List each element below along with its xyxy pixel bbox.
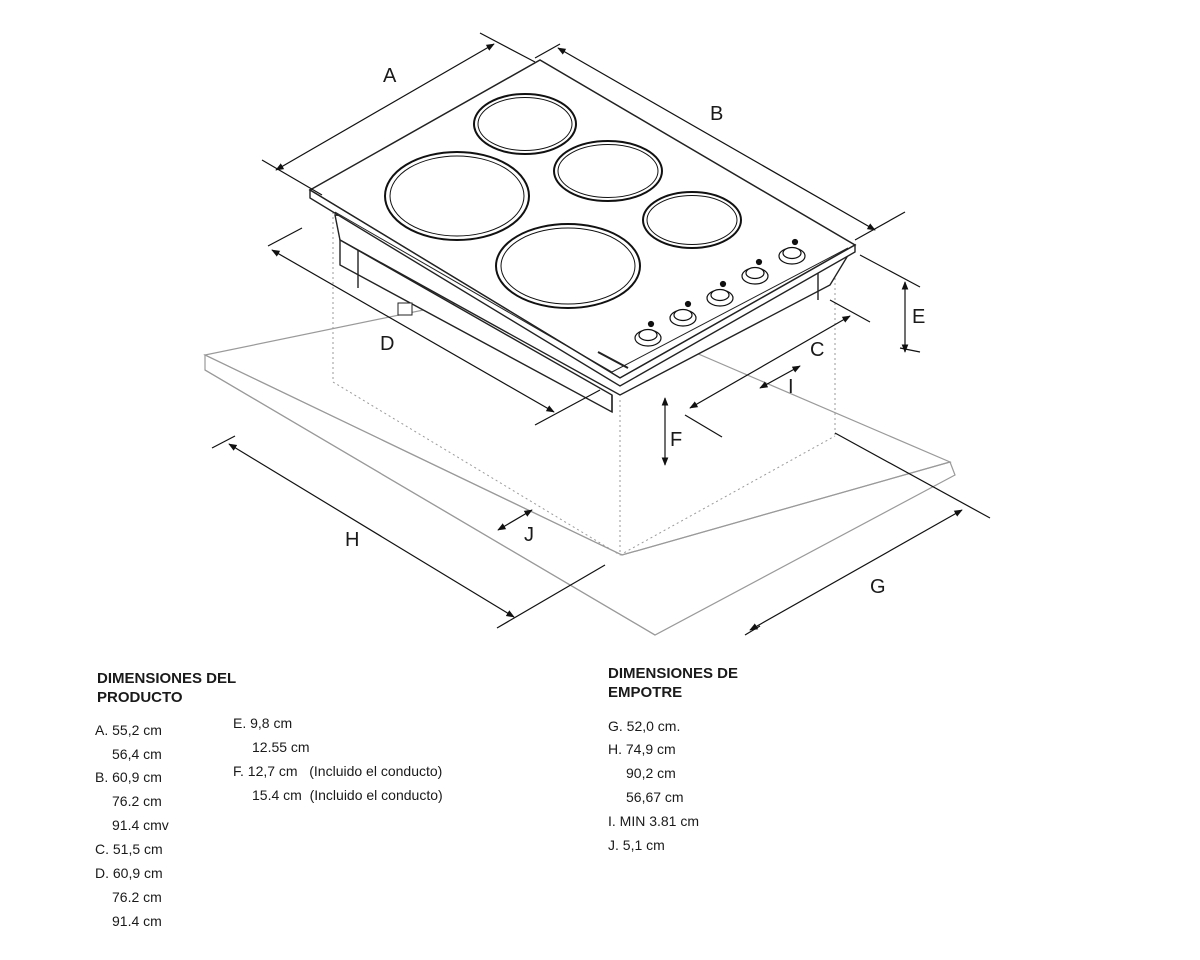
dim-a-1: A. 55,2 cm xyxy=(95,722,162,738)
dim-d-2: 76.2 cm xyxy=(112,889,162,905)
letter-g: G xyxy=(870,576,886,598)
conduit xyxy=(397,302,413,316)
dim-h-3: 56,67 cm xyxy=(626,789,684,805)
letter-h: H xyxy=(345,529,359,551)
empotre-title-line2: EMPOTRE xyxy=(608,684,683,701)
dim-j-1: J. 5,1 cm xyxy=(608,837,665,853)
letter-e: E xyxy=(912,306,925,328)
letter-d: D xyxy=(380,333,394,355)
dim-i-1: I. MIN 3.81 cm xyxy=(608,813,700,829)
dim-b-3: 91.4 cmv xyxy=(112,817,169,833)
cooktop-dimension-diagram: A B C D E F G H I J xyxy=(203,32,991,636)
dim-d-3: 91.4 cm xyxy=(112,913,162,929)
dim-g-1: G. 52,0 cm. xyxy=(608,718,681,734)
product-dimensions: DIMENSIONES DEL PRODUCTO xyxy=(97,669,236,707)
empotre-title-line1: DIMENSIONES DE xyxy=(608,665,739,682)
dim-d-1: D. 60,9 cm xyxy=(95,865,163,881)
dim-e-2: 12.55 cm xyxy=(252,739,310,755)
letter-j: J xyxy=(524,524,534,546)
dim-b-1: B. 60,9 cm xyxy=(95,769,162,785)
cooktop xyxy=(308,59,857,414)
dim-b-2: 76.2 cm xyxy=(112,793,162,809)
dimension-lines xyxy=(211,32,991,636)
dim-f-2: 15.4 cm (Incluido el conducto) xyxy=(252,787,443,803)
dim-e-1: E. 9,8 cm xyxy=(233,715,293,731)
dim-c-1: C. 51,5 cm xyxy=(95,841,163,857)
dim-h-2: 90,2 cm xyxy=(626,765,676,781)
product-title-line1: DIMENSIONES DEL xyxy=(97,670,237,687)
letter-a: A xyxy=(383,65,397,87)
dim-a-2: 56,4 cm xyxy=(112,746,162,762)
letter-c: C xyxy=(810,339,824,361)
letter-f: F xyxy=(670,429,682,451)
dimension-letters: A B C D E F G H I J xyxy=(345,65,925,598)
empotre-dimensions: DIMENSIONES DE EMPOTRE xyxy=(608,664,738,702)
letter-i: I xyxy=(788,376,794,398)
letter-b: B xyxy=(710,103,723,125)
dim-h-1: H. 74,9 cm xyxy=(608,741,676,757)
dim-f-1: F. 12,7 cm (Incluido el conducto) xyxy=(233,763,443,779)
product-title-line2: PRODUCTO xyxy=(97,689,183,706)
